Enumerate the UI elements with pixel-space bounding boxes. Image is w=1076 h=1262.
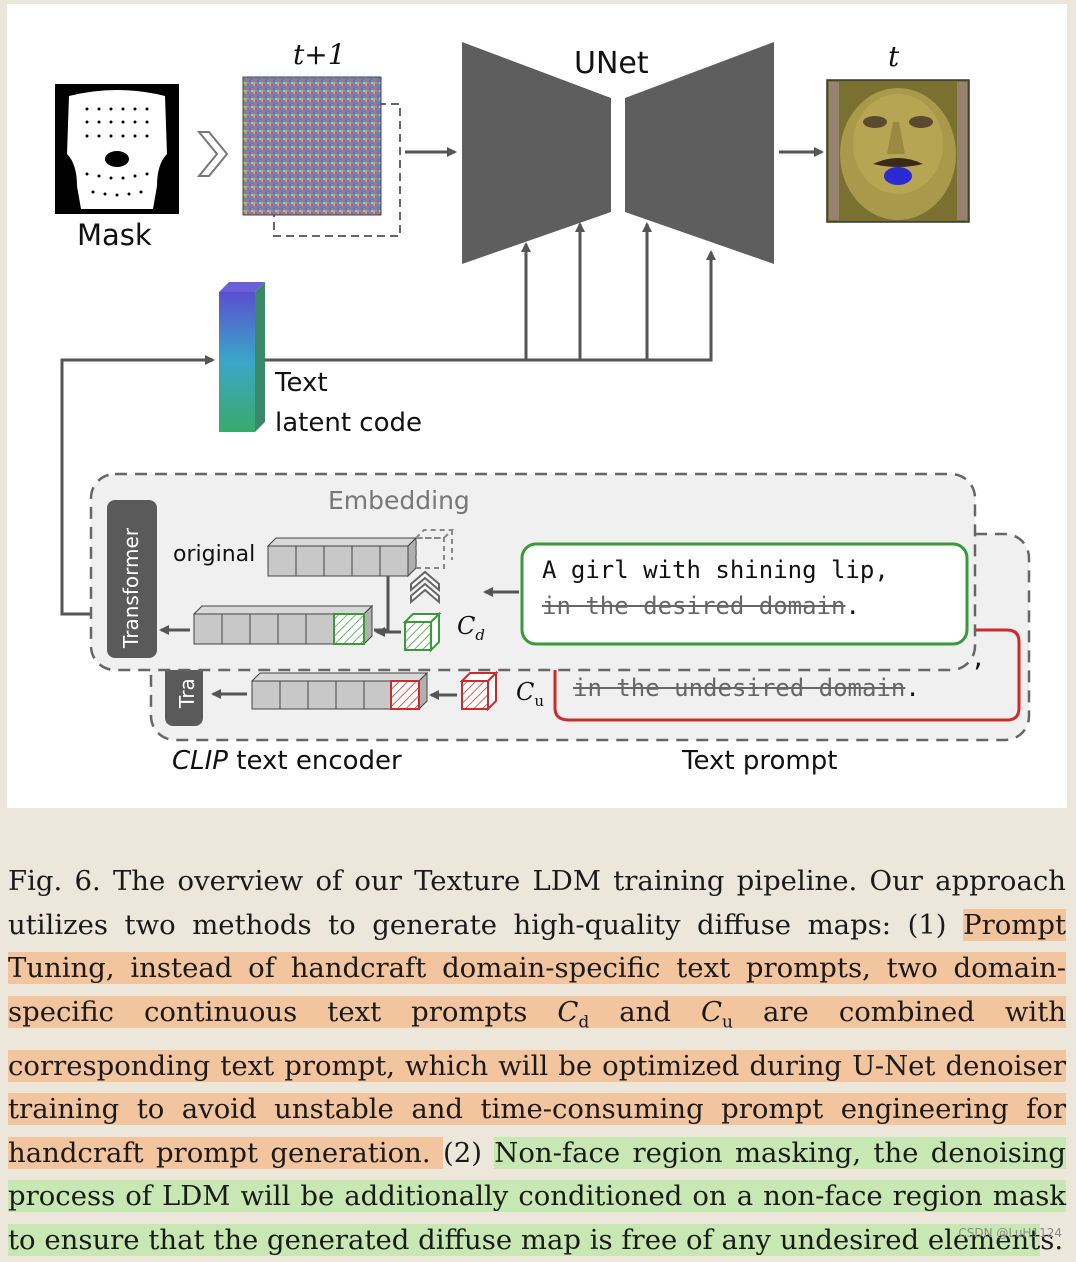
output-texture-image [826,79,970,223]
caption-intro: Fig. 6. The overview of our Texture LDM … [8,865,1066,941]
noisy-step-label: t+1 [293,38,346,71]
chevron-up-icon [410,570,440,605]
text-prompt-label: Text prompt [682,746,838,776]
chevron-icon [196,131,229,177]
cu-embedding-cube [459,670,499,712]
text-latent-code-bar [219,282,265,432]
transformer-block [107,500,157,658]
noisy-image [242,76,401,237]
embedding-label: Embedding [328,486,470,515]
transformer-back-block [165,662,203,726]
prompt-comma: , [971,644,986,672]
unet-block [462,42,774,264]
figure-caption: Fig. 6. The overview of our Texture LDM … [8,860,1066,1262]
undesired-prompt-box [553,628,1021,722]
prompt-undesired-line: in the undesired domain. [573,674,920,702]
caption-mid: (2) [442,1136,495,1169]
mask-image [55,84,179,214]
transformer-back-label: Tra [175,678,199,708]
text-latent-label-line1: Text [275,368,328,398]
caption-prompt-tuning: Prompt Tuning, instead of handcraft doma… [8,908,1066,1169]
output-step-label: t [888,40,900,73]
transformer-label: Transformer [119,527,143,648]
clip-encoder-label: CLIP text encoder [172,746,402,776]
caption-end: s. [1040,1223,1064,1256]
latent-to-unet-connections [60,222,716,616]
mask-label: Mask [77,218,152,252]
text-latent-label-line2: latent code [275,408,422,438]
desired-prompt-box [520,542,969,646]
figure-panel: Mask t+1 UNet t Text latent code Embeddi… [7,4,1067,808]
prompt-text-line1: A girl with shining lip, [542,556,889,584]
original-embedding-row [266,529,455,578]
prompt-text-line2: in the desired domain. [542,592,860,620]
cd-embedding-cube [402,611,442,653]
watermark: CSDN @LuH1124 [958,1226,1062,1240]
cu-label: Cu [516,678,545,710]
desired-embedding-row [192,604,374,646]
pipeline-diagram [55,42,1031,742]
undesired-embedding-row [250,671,429,711]
original-label: original [173,542,256,567]
unet-label: UNet [574,46,649,81]
cd-label: Cd [457,612,485,644]
